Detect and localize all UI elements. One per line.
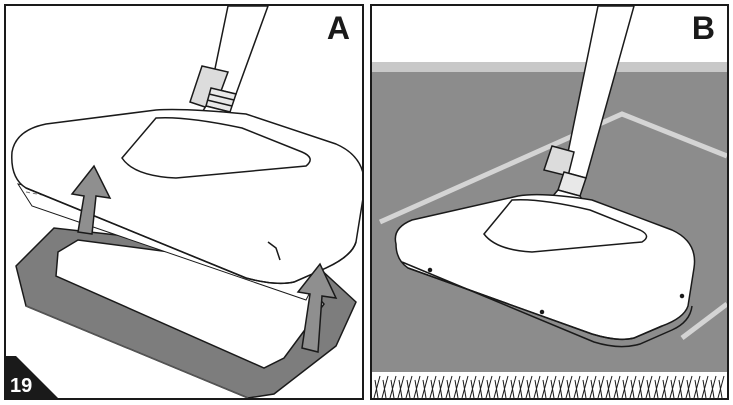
panel-a-illustration [11,6,362,398]
carpet-fibers-icon [372,374,727,398]
panel-b-illustration [372,6,727,398]
step-number: 19 [10,375,33,397]
panel-label-b: B [691,10,715,46]
panel-b: B [370,4,729,400]
panel-a: A [4,4,364,400]
lift-arrow-icon [70,164,338,353]
mop-head-with-glider [394,193,696,348]
steam-mop-handle [189,6,269,123]
mop-head [11,108,362,285]
panel-label-a: A [326,10,350,46]
step-number-badge: 19 [4,356,60,400]
